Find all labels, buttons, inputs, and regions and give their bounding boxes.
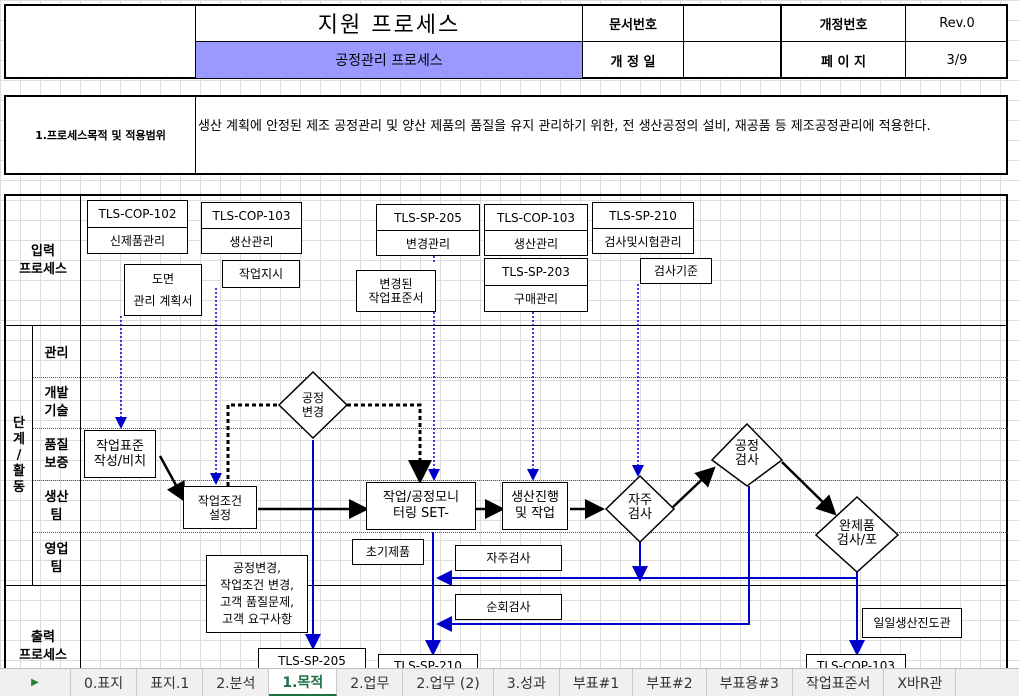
row-mgmt: 관리 (44, 346, 69, 361)
tab-0[interactable]: 0.표지 (71, 669, 138, 696)
row-input: 입력 프로세스 (19, 243, 67, 277)
decision-final-insp: 완제품 검사/포 (836, 519, 878, 548)
row-prod: 생산 팀 (44, 489, 69, 523)
tab-3-active[interactable]: 1.목적 (269, 669, 338, 696)
input-changed-std: 변경된 작업표준서 (356, 270, 436, 312)
doc-cop103b: TLS-COP-103 생산관리 (484, 204, 588, 256)
tab-1[interactable]: 표지.1 (137, 669, 204, 696)
rev-value: Rev.0 (939, 15, 975, 31)
doc-no-label: 문서번호 (609, 17, 657, 33)
step-work-cond: 작업조건 설정 (183, 486, 257, 529)
process-frame (4, 194, 1008, 668)
tab-8[interactable]: 부표#2 (633, 669, 707, 696)
note-daily-prod: 일일생산진도관 (862, 608, 962, 638)
input-drawing: 도면 관리 계획서 (124, 264, 202, 316)
purpose-label: 1.프로세스목적 및 적용범위 (35, 129, 166, 142)
step-work-std: 작업표준 작성/비치 (84, 430, 156, 478)
tab-7[interactable]: 부표#1 (560, 669, 634, 696)
flow-connectors (115, 256, 900, 656)
tab-2[interactable]: 2.분석 (203, 669, 270, 696)
date-label: 개 정 일 (610, 54, 656, 70)
rev-label: 개정번호 (819, 17, 868, 33)
row-dev: 개발 기술 (44, 386, 69, 419)
decision-process-insp: 공정 검사 (735, 439, 759, 468)
purpose-text: 생산 계획에 안정된 제조 공정관리 및 양산 제품의 품질을 유지 관리하기 … (198, 119, 931, 134)
input-insp-std: 검사기준 (640, 258, 712, 284)
sheet-tabs: ▶ 0.표지 표지.1 2.분석 1.목적 2.업무 2.업무 (2) 3.성과… (0, 668, 1019, 696)
doc-cop103a: TLS-COP-103 생산관리 (201, 202, 302, 254)
note-self-insp: 자주검사 (455, 545, 562, 571)
row-qa: 품질 보증 (44, 437, 69, 471)
row-sales: 영업 팀 (44, 542, 69, 575)
process-subtitle: 공정관리 프로세스 (196, 42, 582, 78)
page-title: 지원 프로세스 (317, 13, 461, 38)
decision-self-insp: 자주 검사 (628, 493, 652, 522)
tab-11[interactable]: X바R관 (884, 669, 957, 696)
note-first-article: 초기제품 (352, 539, 424, 565)
step-production: 생산진행 및 작업 (502, 482, 568, 530)
tab-9[interactable]: 부표용#3 (707, 669, 793, 696)
tab-5[interactable]: 2.업무 (2) (403, 669, 494, 696)
page-value: 3/9 (946, 52, 968, 68)
step-monitor: 작업/공정모니 터링 SET- (366, 482, 476, 530)
input-work-order: 작업지시 (222, 260, 300, 288)
decision-process-change: 공정 변경 (301, 391, 325, 419)
purpose-table (4, 95, 1008, 175)
note-change: 공정변경, 작업조건 변경, 고객 품질문제, 고객 요구사항 (206, 555, 308, 633)
doc-cop102: TLS-COP-102 신제품관리 (87, 200, 188, 254)
tab-4[interactable]: 2.업무 (337, 669, 404, 696)
doc-sp210: TLS-SP-210 검사및시험관리 (592, 202, 694, 254)
tab-10[interactable]: 작업표준서 (793, 669, 885, 696)
tab-6[interactable]: 3.성과 (494, 669, 560, 696)
tab-scroll-right-icon[interactable]: ▶ (0, 669, 71, 696)
row-output: 출력 프로세스 (19, 630, 67, 663)
doc-sp203: TLS-SP-203 구매관리 (484, 258, 588, 312)
row-stage: 단 계 / 활 동 (13, 415, 25, 495)
page-label: 페 이 지 (821, 54, 866, 70)
doc-sp205: TLS-SP-205 변경관리 (376, 204, 480, 256)
note-patrol-insp: 순회검사 (455, 594, 562, 620)
